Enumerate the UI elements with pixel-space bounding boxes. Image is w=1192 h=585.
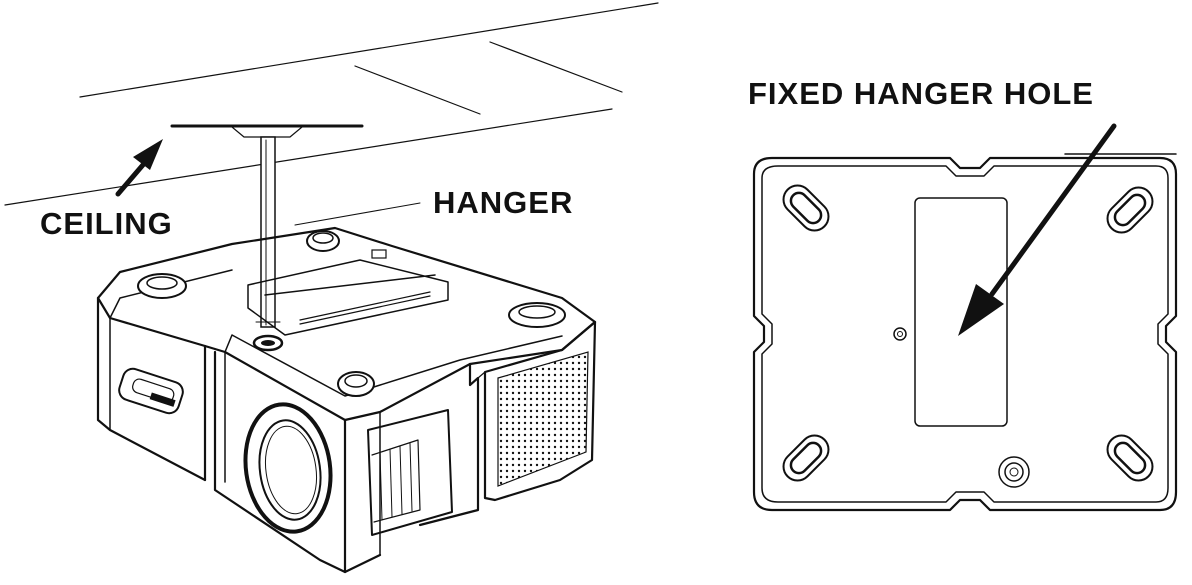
hanger-rod bbox=[252, 136, 284, 352]
projector-feet bbox=[137, 230, 566, 397]
hanger-leader-line bbox=[294, 202, 421, 226]
projector-body bbox=[96, 226, 597, 574]
bottom-screw-boss bbox=[998, 456, 1030, 488]
ceiling-plate bbox=[170, 124, 364, 138]
bottom-feet bbox=[782, 184, 1154, 482]
bottom-label-panel bbox=[914, 197, 1008, 427]
ceiling-arrow bbox=[115, 139, 163, 197]
front-vent bbox=[367, 409, 453, 536]
fixed-hanger-arrow bbox=[958, 123, 1117, 336]
projector-lens bbox=[243, 402, 333, 534]
fixed-hanger-hole-label: FIXED HANGER HOLE bbox=[748, 76, 1094, 111]
side-control-panel bbox=[118, 367, 184, 415]
hanger-label: HANGER bbox=[433, 185, 573, 220]
ceiling-plane bbox=[4, 2, 659, 206]
speaker-grille bbox=[497, 351, 589, 487]
ceiling-label: CEILING bbox=[40, 206, 173, 241]
fixed-hanger-hole bbox=[893, 327, 907, 341]
projector-bottom-view bbox=[752, 153, 1178, 512]
